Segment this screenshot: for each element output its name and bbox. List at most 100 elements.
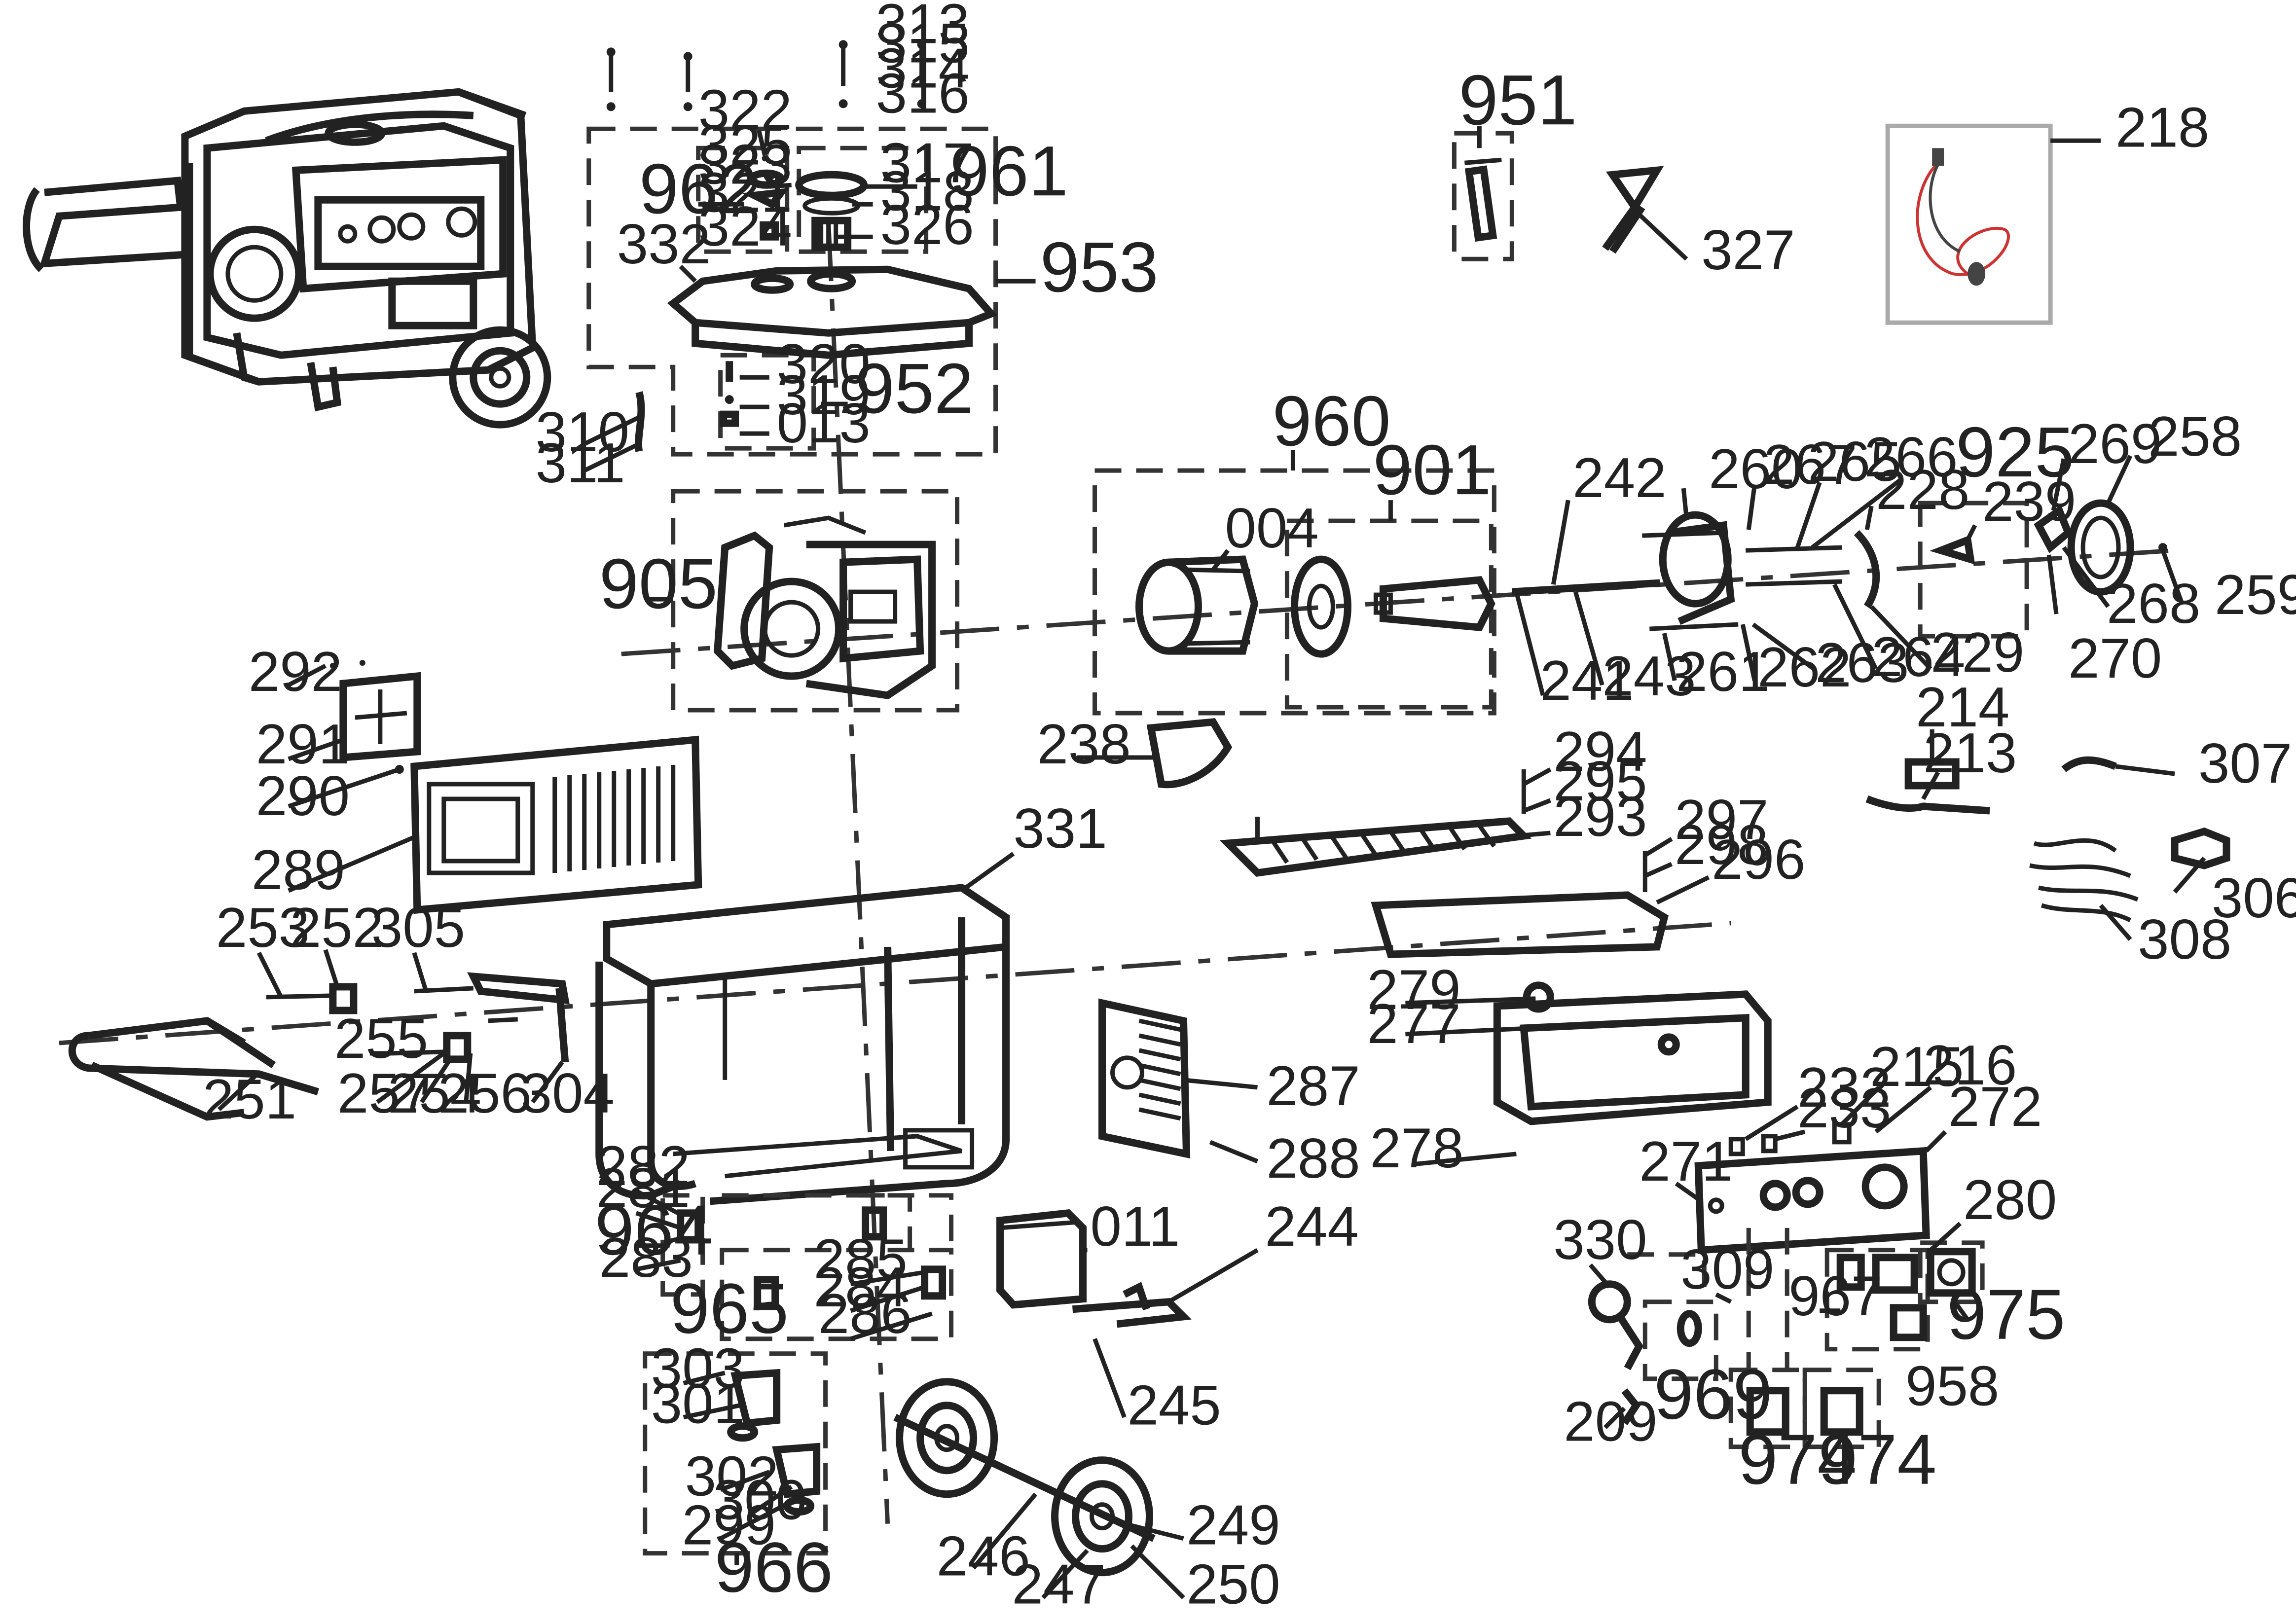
callout-254: 254 bbox=[388, 1062, 481, 1125]
callout-252: 252 bbox=[290, 897, 384, 959]
callout-246: 246 bbox=[937, 1525, 1030, 1588]
callout-251: 251 bbox=[203, 1068, 296, 1131]
callout-293: 293 bbox=[1553, 786, 1647, 848]
callout-290: 290 bbox=[256, 765, 350, 828]
callout-304: 304 bbox=[521, 1062, 615, 1125]
end-cover-group bbox=[1511, 499, 2168, 639]
callout-214: 214 bbox=[1916, 676, 2009, 739]
callout-263: 263 bbox=[1815, 632, 1909, 694]
callout-286: 286 bbox=[818, 1283, 912, 1345]
callout-314: 314 bbox=[876, 37, 970, 100]
callout-209: 209 bbox=[1564, 1391, 1657, 1453]
side-panel bbox=[1098, 998, 1191, 1159]
callout-305: 305 bbox=[371, 897, 465, 959]
callout-228: 228 bbox=[1876, 459, 1969, 521]
group-905: 905 bbox=[599, 544, 718, 623]
callout-255: 255 bbox=[334, 1008, 428, 1070]
group-953: 953 bbox=[1040, 227, 1159, 307]
callout-243: 243 bbox=[1602, 645, 1696, 708]
callout-315: 315 bbox=[876, 12, 970, 74]
callout-309: 309 bbox=[1680, 1238, 1774, 1301]
callout-326: 326 bbox=[880, 194, 974, 256]
callout-256: 256 bbox=[438, 1062, 532, 1125]
group-974-left: 974 bbox=[1738, 1420, 1857, 1499]
group-958: 958 bbox=[1905, 1355, 1999, 1418]
callout-004: 004 bbox=[1225, 497, 1318, 560]
callout-218: 218 bbox=[2115, 96, 2209, 159]
callout-292: 292 bbox=[249, 641, 342, 703]
group-925: 925 bbox=[1956, 412, 2074, 492]
callout-311: 311 bbox=[536, 432, 625, 495]
callout-308: 308 bbox=[2138, 908, 2231, 971]
callout-259: 259 bbox=[2215, 564, 2296, 626]
callout-244: 244 bbox=[1265, 1195, 1358, 1258]
callout-268: 268 bbox=[2107, 573, 2200, 635]
group-969: 969 bbox=[1654, 1355, 1772, 1434]
callout-332: 332 bbox=[617, 213, 711, 276]
group-975: 975 bbox=[1947, 1275, 2065, 1354]
callout-327: 327 bbox=[1701, 219, 1795, 282]
callout-262: 262 bbox=[1757, 636, 1851, 699]
callout-258: 258 bbox=[2148, 405, 2242, 468]
callout-317: 317 bbox=[880, 132, 974, 194]
callout-295: 295 bbox=[1553, 750, 1647, 813]
callout-324: 324 bbox=[698, 195, 792, 258]
assembled-generator-image bbox=[23, 88, 551, 429]
callout-319: 319 bbox=[777, 364, 871, 427]
callout-241: 241 bbox=[1540, 649, 1634, 712]
handle-group bbox=[68, 972, 570, 1121]
callout-253: 253 bbox=[216, 897, 310, 959]
callout-285: 285 bbox=[814, 1228, 908, 1291]
group-967: 967 bbox=[1788, 1265, 1882, 1328]
callout-265: 265 bbox=[1808, 431, 1901, 493]
centerlines bbox=[59, 222, 2175, 1524]
callout-300: 300 bbox=[713, 1469, 807, 1532]
callout-294: 294 bbox=[1553, 721, 1647, 783]
callout-216: 216 bbox=[1923, 1034, 2017, 1097]
callout-215: 215 bbox=[1870, 1036, 1964, 1098]
group-961: 961 bbox=[950, 131, 1068, 211]
callout-306: 306 bbox=[2212, 867, 2296, 930]
callout-261: 261 bbox=[1676, 641, 1770, 703]
accessories-top-right bbox=[1452, 123, 2053, 325]
callout-250: 250 bbox=[1186, 1553, 1280, 1616]
group-965: 965 bbox=[670, 1269, 789, 1348]
battery-feet-group bbox=[636, 1193, 1192, 1565]
callout-247: 247 bbox=[1012, 1553, 1106, 1616]
wheels-group bbox=[893, 1378, 1156, 1577]
callout-271: 271 bbox=[1639, 1130, 1733, 1193]
callout-287: 287 bbox=[1266, 1055, 1360, 1118]
callout-269: 269 bbox=[2068, 413, 2162, 475]
callout-245: 245 bbox=[1128, 1374, 1221, 1437]
callout-321: 321 bbox=[698, 161, 792, 224]
group-951: 951 bbox=[1458, 60, 1577, 140]
group-962: 962 bbox=[639, 149, 758, 228]
control-box-group bbox=[1493, 981, 1985, 1449]
callout-299: 299 bbox=[682, 1494, 776, 1557]
callout-296: 296 bbox=[1712, 829, 1805, 891]
callout-289: 289 bbox=[252, 839, 345, 902]
callout-213: 213 bbox=[1923, 722, 2017, 785]
callout-301: 301 bbox=[651, 1373, 745, 1436]
callout-282: 282 bbox=[596, 1135, 690, 1197]
callout-307: 307 bbox=[2198, 732, 2292, 795]
callout-331: 331 bbox=[1014, 797, 1107, 860]
callout-233: 233 bbox=[1797, 1077, 1891, 1140]
group-labels: 953 962 961 952 951 960 901 905 925 964 … bbox=[595, 60, 2075, 1607]
callout-281: 281 bbox=[596, 1157, 690, 1220]
callout-229: 229 bbox=[1931, 621, 2024, 684]
engine-group bbox=[646, 489, 960, 713]
callout-284: 284 bbox=[814, 1256, 908, 1319]
callout-316: 316 bbox=[876, 62, 970, 125]
group-960: 960 bbox=[1272, 381, 1390, 461]
callout-313: 313 bbox=[876, 0, 970, 55]
callout-288: 288 bbox=[1266, 1127, 1360, 1190]
callout-291: 291 bbox=[256, 713, 350, 776]
fuel-tank-group bbox=[586, 40, 1036, 457]
leader-lines bbox=[217, 130, 2206, 1599]
callout-267: 267 bbox=[1763, 433, 1857, 496]
callout-310: 310 bbox=[536, 401, 629, 464]
callout-260: 260 bbox=[1709, 438, 1802, 501]
